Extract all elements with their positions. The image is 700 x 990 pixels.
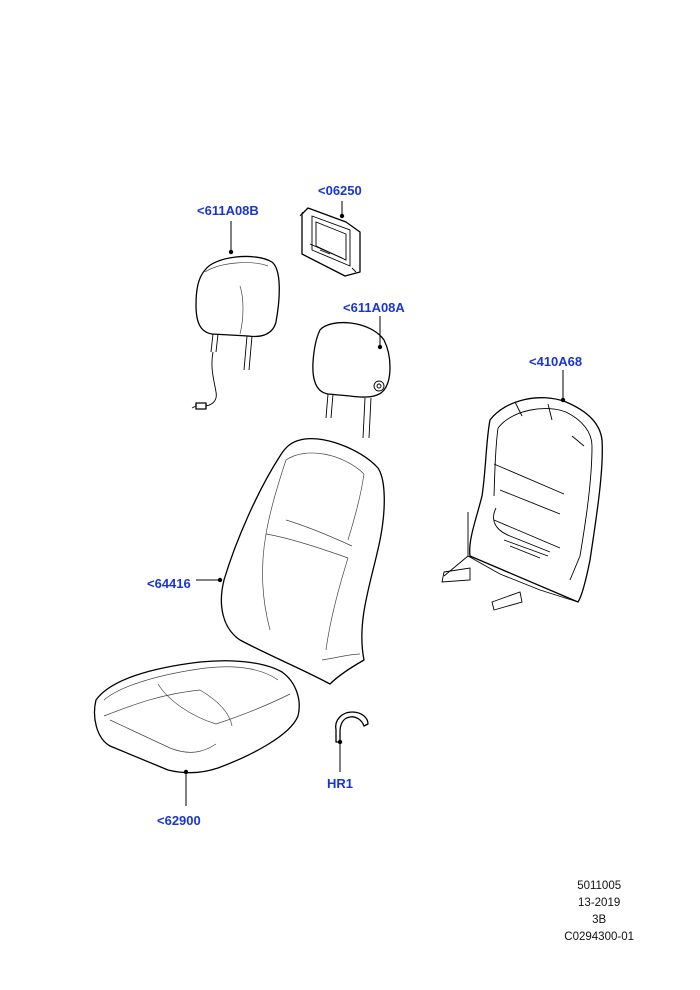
- label-back-cover[interactable]: <64416: [147, 576, 191, 591]
- reference-line-4: C0294300-01: [564, 931, 634, 943]
- display-unit[interactable]: [299, 207, 361, 277]
- leader-lines: [183, 201, 566, 806]
- seat-back-frame[interactable]: [441, 397, 603, 611]
- drawing-reference: 5011005 13-2019 3B C0294300-01: [564, 878, 634, 946]
- label-headrest-b[interactable]: <611A08B: [197, 203, 259, 218]
- reference-line-1: 5011005: [577, 880, 622, 892]
- headrest-b[interactable]: [191, 255, 280, 410]
- label-display-unit[interactable]: <06250: [318, 183, 362, 198]
- seat-back-cover[interactable]: [220, 438, 385, 685]
- reference-line-2: 13-2019: [578, 897, 621, 909]
- headrest-a[interactable]: [312, 321, 391, 439]
- label-cushion[interactable]: <62900: [157, 813, 201, 828]
- label-hr1[interactable]: HR1: [327, 776, 353, 791]
- label-headrest-a[interactable]: <611A08A: [343, 300, 405, 315]
- seat-cushion[interactable]: [93, 660, 300, 774]
- hr1-clip[interactable]: [335, 711, 369, 743]
- label-back-frame[interactable]: <410A68: [529, 354, 582, 369]
- reference-line-3: 3B: [592, 914, 607, 926]
